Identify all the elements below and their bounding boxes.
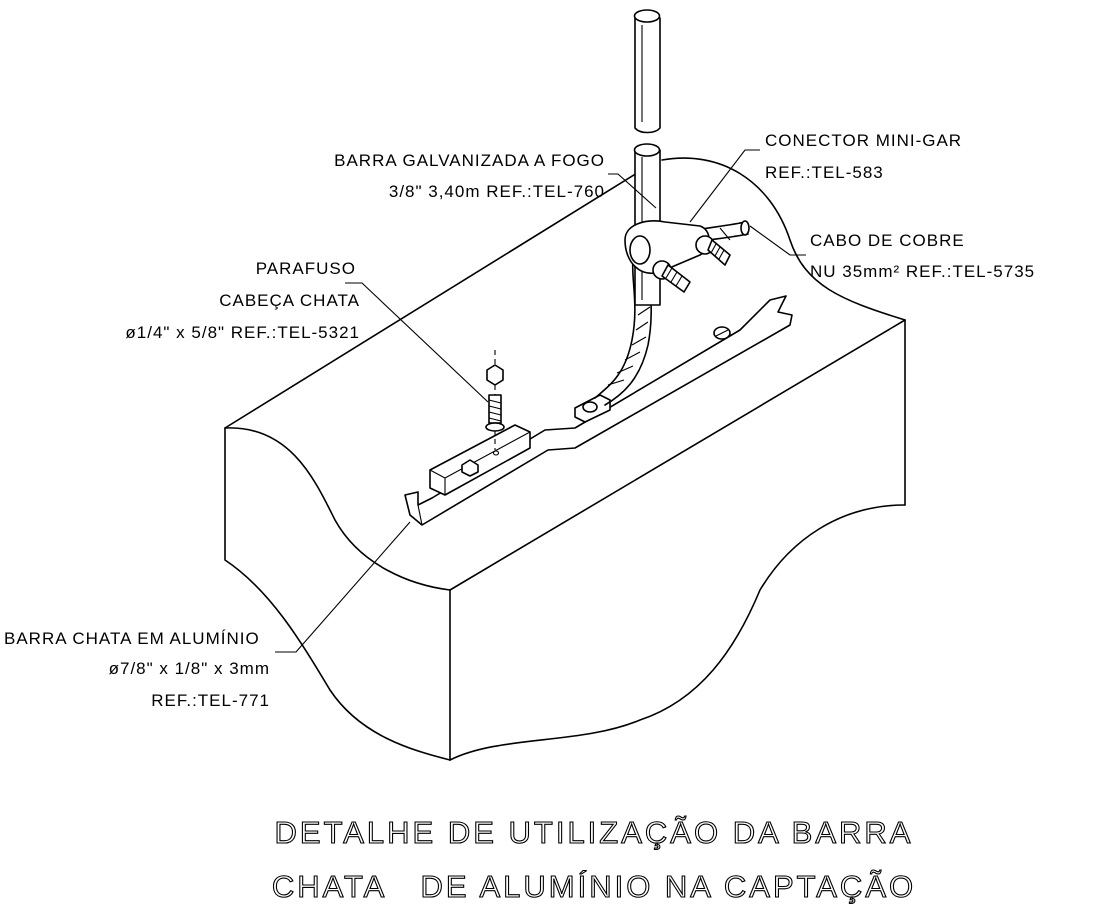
screw-label-line3: ø1/4" x 5/8" REF.:TEL-5321: [125, 323, 360, 342]
connector-label-line1: CONECTOR MINI-GAR: [765, 131, 962, 150]
flat-bar-label-line2: ø7/8" x 1/8" x 3mm: [109, 659, 270, 678]
flat-aluminium-bar: [404, 295, 793, 526]
leader-lines: [275, 149, 806, 653]
connector-label-line2: REF.:TEL-583: [765, 163, 884, 182]
nut-icon: [461, 459, 479, 477]
concrete-block: [224, 157, 906, 761]
cable-label-line1: CABO DE COBRE: [810, 231, 965, 250]
screw-label-line2: CABEÇA CHATA: [219, 291, 360, 310]
rod-label-line1: BARRA GALVANIZADA A FOGO: [334, 151, 605, 170]
screw-assembly: [485, 350, 505, 450]
title-line2: CHATA DE ALUMÍNIO NA CAPTAÇÃO: [272, 869, 916, 904]
flat-bar-label-line1: BARRA CHATA EM ALUMÍNIO: [4, 629, 260, 648]
rod-label-line2: 3/8" 3,40m REF.:TEL-760: [389, 182, 605, 201]
mini-gar-connector: [624, 220, 731, 293]
screw-label-line1: PARAFUSO: [256, 259, 356, 278]
cable-label-line2: NU 35mm² REF.:TEL-5735: [810, 262, 1035, 281]
flat-bar-label-line3: REF.:TEL-771: [151, 691, 270, 710]
title-line1: DETALHE DE UTILIZAÇÃO DA BARRA: [275, 815, 914, 850]
